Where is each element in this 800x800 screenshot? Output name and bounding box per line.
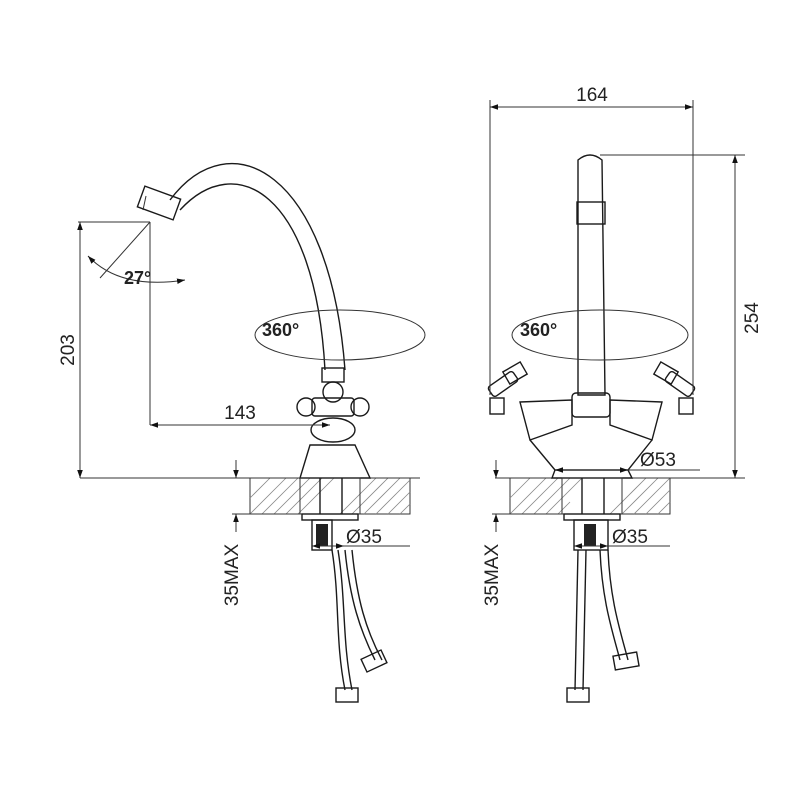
left-countertop xyxy=(249,477,411,515)
left-rotation-label: 360° xyxy=(262,320,299,340)
right-rotation-ellipse xyxy=(511,309,689,361)
left-body xyxy=(296,367,372,479)
left-rotation-ellipse xyxy=(254,309,426,361)
left-angle-label: 27° xyxy=(124,268,151,288)
left-diameter-label: Ø35 xyxy=(346,527,382,548)
right-body xyxy=(487,360,696,479)
right-pipes xyxy=(561,477,640,703)
right-spout xyxy=(576,154,606,396)
left-view: 360° 203 xyxy=(58,163,426,703)
right-countertop xyxy=(509,477,671,515)
right-rotation-label: 360° xyxy=(520,320,557,340)
left-spout xyxy=(136,163,346,371)
right-width-label: 164 xyxy=(576,85,608,106)
right-diameter-label: Ø35 xyxy=(612,527,648,548)
right-view: 360° xyxy=(482,85,763,703)
right-base-diameter-label: Ø53 xyxy=(640,450,676,471)
left-reach-label: 143 xyxy=(224,403,256,424)
right-max-label: 35MAX xyxy=(482,544,503,607)
right-height-label: 254 xyxy=(742,302,763,334)
left-height-label: 203 xyxy=(58,334,79,366)
left-max-label: 35MAX xyxy=(222,544,243,607)
left-pipes xyxy=(299,477,388,703)
